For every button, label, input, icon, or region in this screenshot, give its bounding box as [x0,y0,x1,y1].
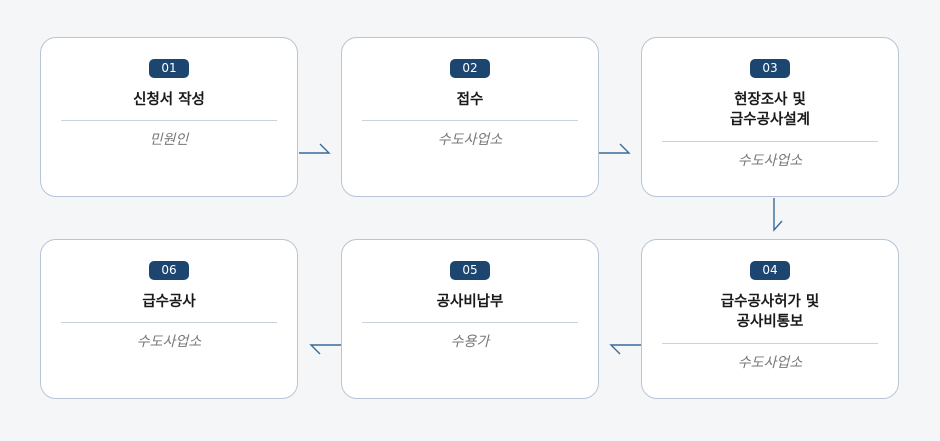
step-divider [362,322,578,323]
step-title: 급수공사 [142,294,196,310]
arrow-down-icon [773,198,783,232]
arrow-left-icon [309,344,341,355]
step-card-06: 06 급수공사 수도사업소 [40,239,298,399]
step-number-badge: 01 [149,59,189,78]
step-title: 공사비납부 [436,294,504,310]
step-card-02: 02 접수 수도사업소 [341,37,599,197]
step-title: 접수 [456,92,484,108]
step-divider [362,120,578,121]
arrow-right-icon [599,143,631,154]
step-title: 현장조사 및 급수공사설계 [729,92,811,128]
step-number-badge: 03 [750,59,790,78]
step-number-badge: 06 [149,261,189,280]
step-actor: 수도사업소 [737,153,803,169]
step-actor: 수도사업소 [437,132,503,148]
step-divider [662,343,878,344]
step-card-03: 03 현장조사 및 급수공사설계 수도사업소 [641,37,899,197]
step-card-01: 01 신청서 작성 민원인 [40,37,298,197]
step-number-badge: 02 [450,59,490,78]
step-actor: 수도사업소 [737,355,803,371]
step-divider [662,141,878,142]
step-actor: 수용가 [450,334,490,350]
step-divider [61,120,277,121]
arrow-right-icon [299,143,331,154]
step-title: 급수공사허가 및 공사비통보 [720,294,820,330]
step-number-badge: 04 [750,261,790,280]
step-actor: 수도사업소 [136,334,202,350]
step-card-05: 05 공사비납부 수용가 [341,239,599,399]
step-title: 신청서 작성 [133,92,205,108]
step-actor: 민원인 [149,132,189,148]
step-number-badge: 05 [450,261,490,280]
arrow-left-icon [609,344,641,355]
step-card-04: 04 급수공사허가 및 공사비통보 수도사업소 [641,239,899,399]
step-divider [61,322,277,323]
